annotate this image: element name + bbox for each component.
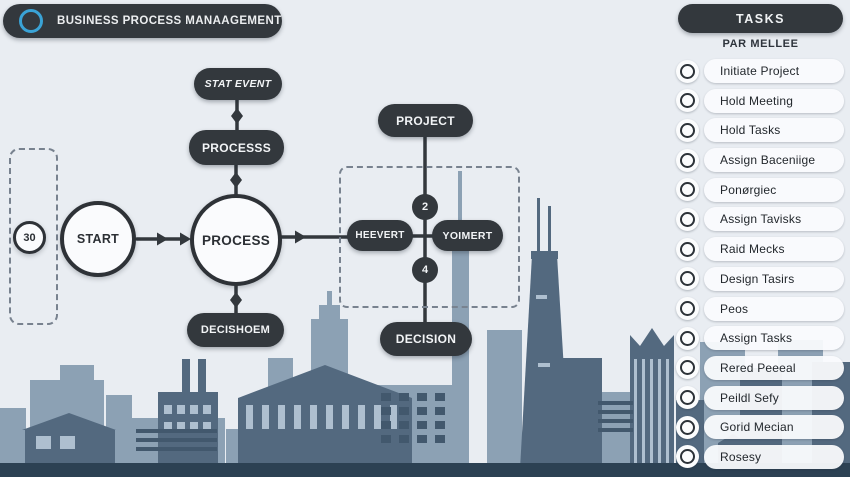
node-counter-30[interactable]: 30 (13, 221, 46, 254)
task-row: Gorid Mecian (676, 415, 844, 440)
task-checkbox[interactable] (676, 326, 699, 350)
arrowhead (180, 232, 191, 246)
task-checkbox[interactable] (676, 148, 699, 172)
checkbox-ring-icon (680, 241, 695, 257)
task-checkbox[interactable] (676, 267, 699, 291)
task-row: Assign Baceniige (676, 148, 844, 173)
task-item[interactable]: Peildl Sefy (704, 385, 844, 410)
diamond-marker (230, 292, 242, 308)
connector-markers (157, 108, 306, 308)
task-row: Rosesy (676, 444, 844, 469)
tasks-panel-subtitle: PAR MELLEE (722, 38, 799, 50)
title-bar: BUSINESS PROCESS MANAAGEMENT (3, 4, 282, 38)
node-branch-4[interactable]: 4 (412, 257, 438, 283)
task-item[interactable]: Rosesy (704, 444, 844, 469)
checkbox-ring-icon (680, 390, 695, 406)
task-item[interactable]: Assign Baceniige (704, 148, 844, 173)
task-row: Assign Tasks (676, 326, 844, 351)
node-project[interactable]: PROJECT (378, 104, 473, 137)
task-checkbox[interactable] (676, 237, 699, 261)
checkbox-ring-icon (680, 63, 695, 79)
task-checkbox[interactable] (676, 415, 699, 439)
node-stat-event[interactable]: STAT EVENT (194, 68, 282, 100)
task-row: Assign Tavisks (676, 207, 844, 232)
task-item[interactable]: Ponørgiec (704, 177, 844, 202)
task-row: Peos (676, 296, 844, 321)
task-checkbox[interactable] (676, 207, 699, 231)
checkbox-ring-icon (680, 330, 695, 346)
checkbox-ring-icon (680, 211, 695, 227)
tasks-list: Initiate Project Hold Meeting Hold Tasks (676, 59, 844, 469)
node-start[interactable]: START (60, 201, 136, 277)
node-yoimert[interactable]: YOIMERT (432, 220, 503, 251)
checkbox-ring-icon (680, 271, 695, 287)
task-row: Initiate Project (676, 59, 844, 83)
node-processs[interactable]: PROCESSS (189, 130, 284, 165)
checkbox-ring-icon (680, 152, 695, 168)
skyline-window-details (36, 295, 669, 465)
task-item[interactable]: Gorid Mecian (704, 415, 844, 440)
checkbox-ring-icon (680, 301, 695, 316)
checkbox-ring-icon (680, 360, 695, 376)
checkbox-ring-icon (680, 182, 695, 198)
arrowhead (157, 232, 168, 246)
dashed-frame-left (9, 148, 58, 325)
node-process[interactable]: PROCESS (190, 194, 282, 286)
task-row: Hold Tasks (676, 118, 844, 143)
task-checkbox[interactable] (676, 386, 699, 410)
task-item[interactable]: Initiate Project (704, 59, 844, 83)
skyline-ground (0, 463, 850, 477)
dashed-frame-middle (339, 166, 520, 308)
task-row: Raid Mecks (676, 237, 844, 262)
diamond-marker (230, 172, 242, 188)
task-checkbox[interactable] (676, 297, 699, 320)
task-checkbox[interactable] (676, 178, 699, 202)
task-item[interactable]: Hold Meeting (704, 88, 844, 113)
task-item[interactable]: Assign Tavisks (704, 207, 844, 232)
task-item[interactable]: Peos (704, 296, 844, 321)
task-row: Design Tasirs (676, 266, 844, 291)
task-checkbox[interactable] (676, 89, 699, 113)
tasks-panel-header[interactable]: TASKS (678, 4, 843, 33)
task-row: Peildl Sefy (676, 385, 844, 410)
checkbox-ring-icon (680, 122, 695, 138)
task-item[interactable]: Design Tasirs (704, 266, 844, 291)
checkbox-ring-icon (680, 93, 695, 109)
arrowhead (295, 230, 306, 244)
task-row: Hold Meeting (676, 88, 844, 113)
node-decishoem[interactable]: DECISHOEM (187, 313, 284, 347)
checkbox-ring-icon (680, 419, 695, 435)
task-row: Ponørgiec (676, 177, 844, 202)
diamond-marker (231, 108, 243, 124)
task-checkbox[interactable] (676, 59, 699, 83)
node-decision[interactable]: DECISION (380, 322, 472, 356)
task-item[interactable]: Raid Mecks (704, 237, 844, 262)
node-heevert[interactable]: HEEVERT (347, 220, 413, 251)
task-item[interactable]: Hold Tasks (704, 118, 844, 143)
app-logo-ring-icon (19, 9, 43, 33)
page-title: BUSINESS PROCESS MANAAGEMENT (57, 15, 282, 27)
task-item[interactable]: Rered Peeeal (704, 355, 844, 380)
task-checkbox[interactable] (676, 445, 699, 469)
task-row: Rered Peeeal (676, 355, 844, 380)
task-checkbox[interactable] (676, 356, 699, 380)
task-item[interactable]: Assign Tasks (704, 326, 844, 351)
task-checkbox[interactable] (676, 118, 699, 142)
checkbox-ring-icon (680, 449, 695, 465)
skyline-stripe-details (136, 393, 633, 451)
node-branch-2[interactable]: 2 (412, 194, 438, 220)
